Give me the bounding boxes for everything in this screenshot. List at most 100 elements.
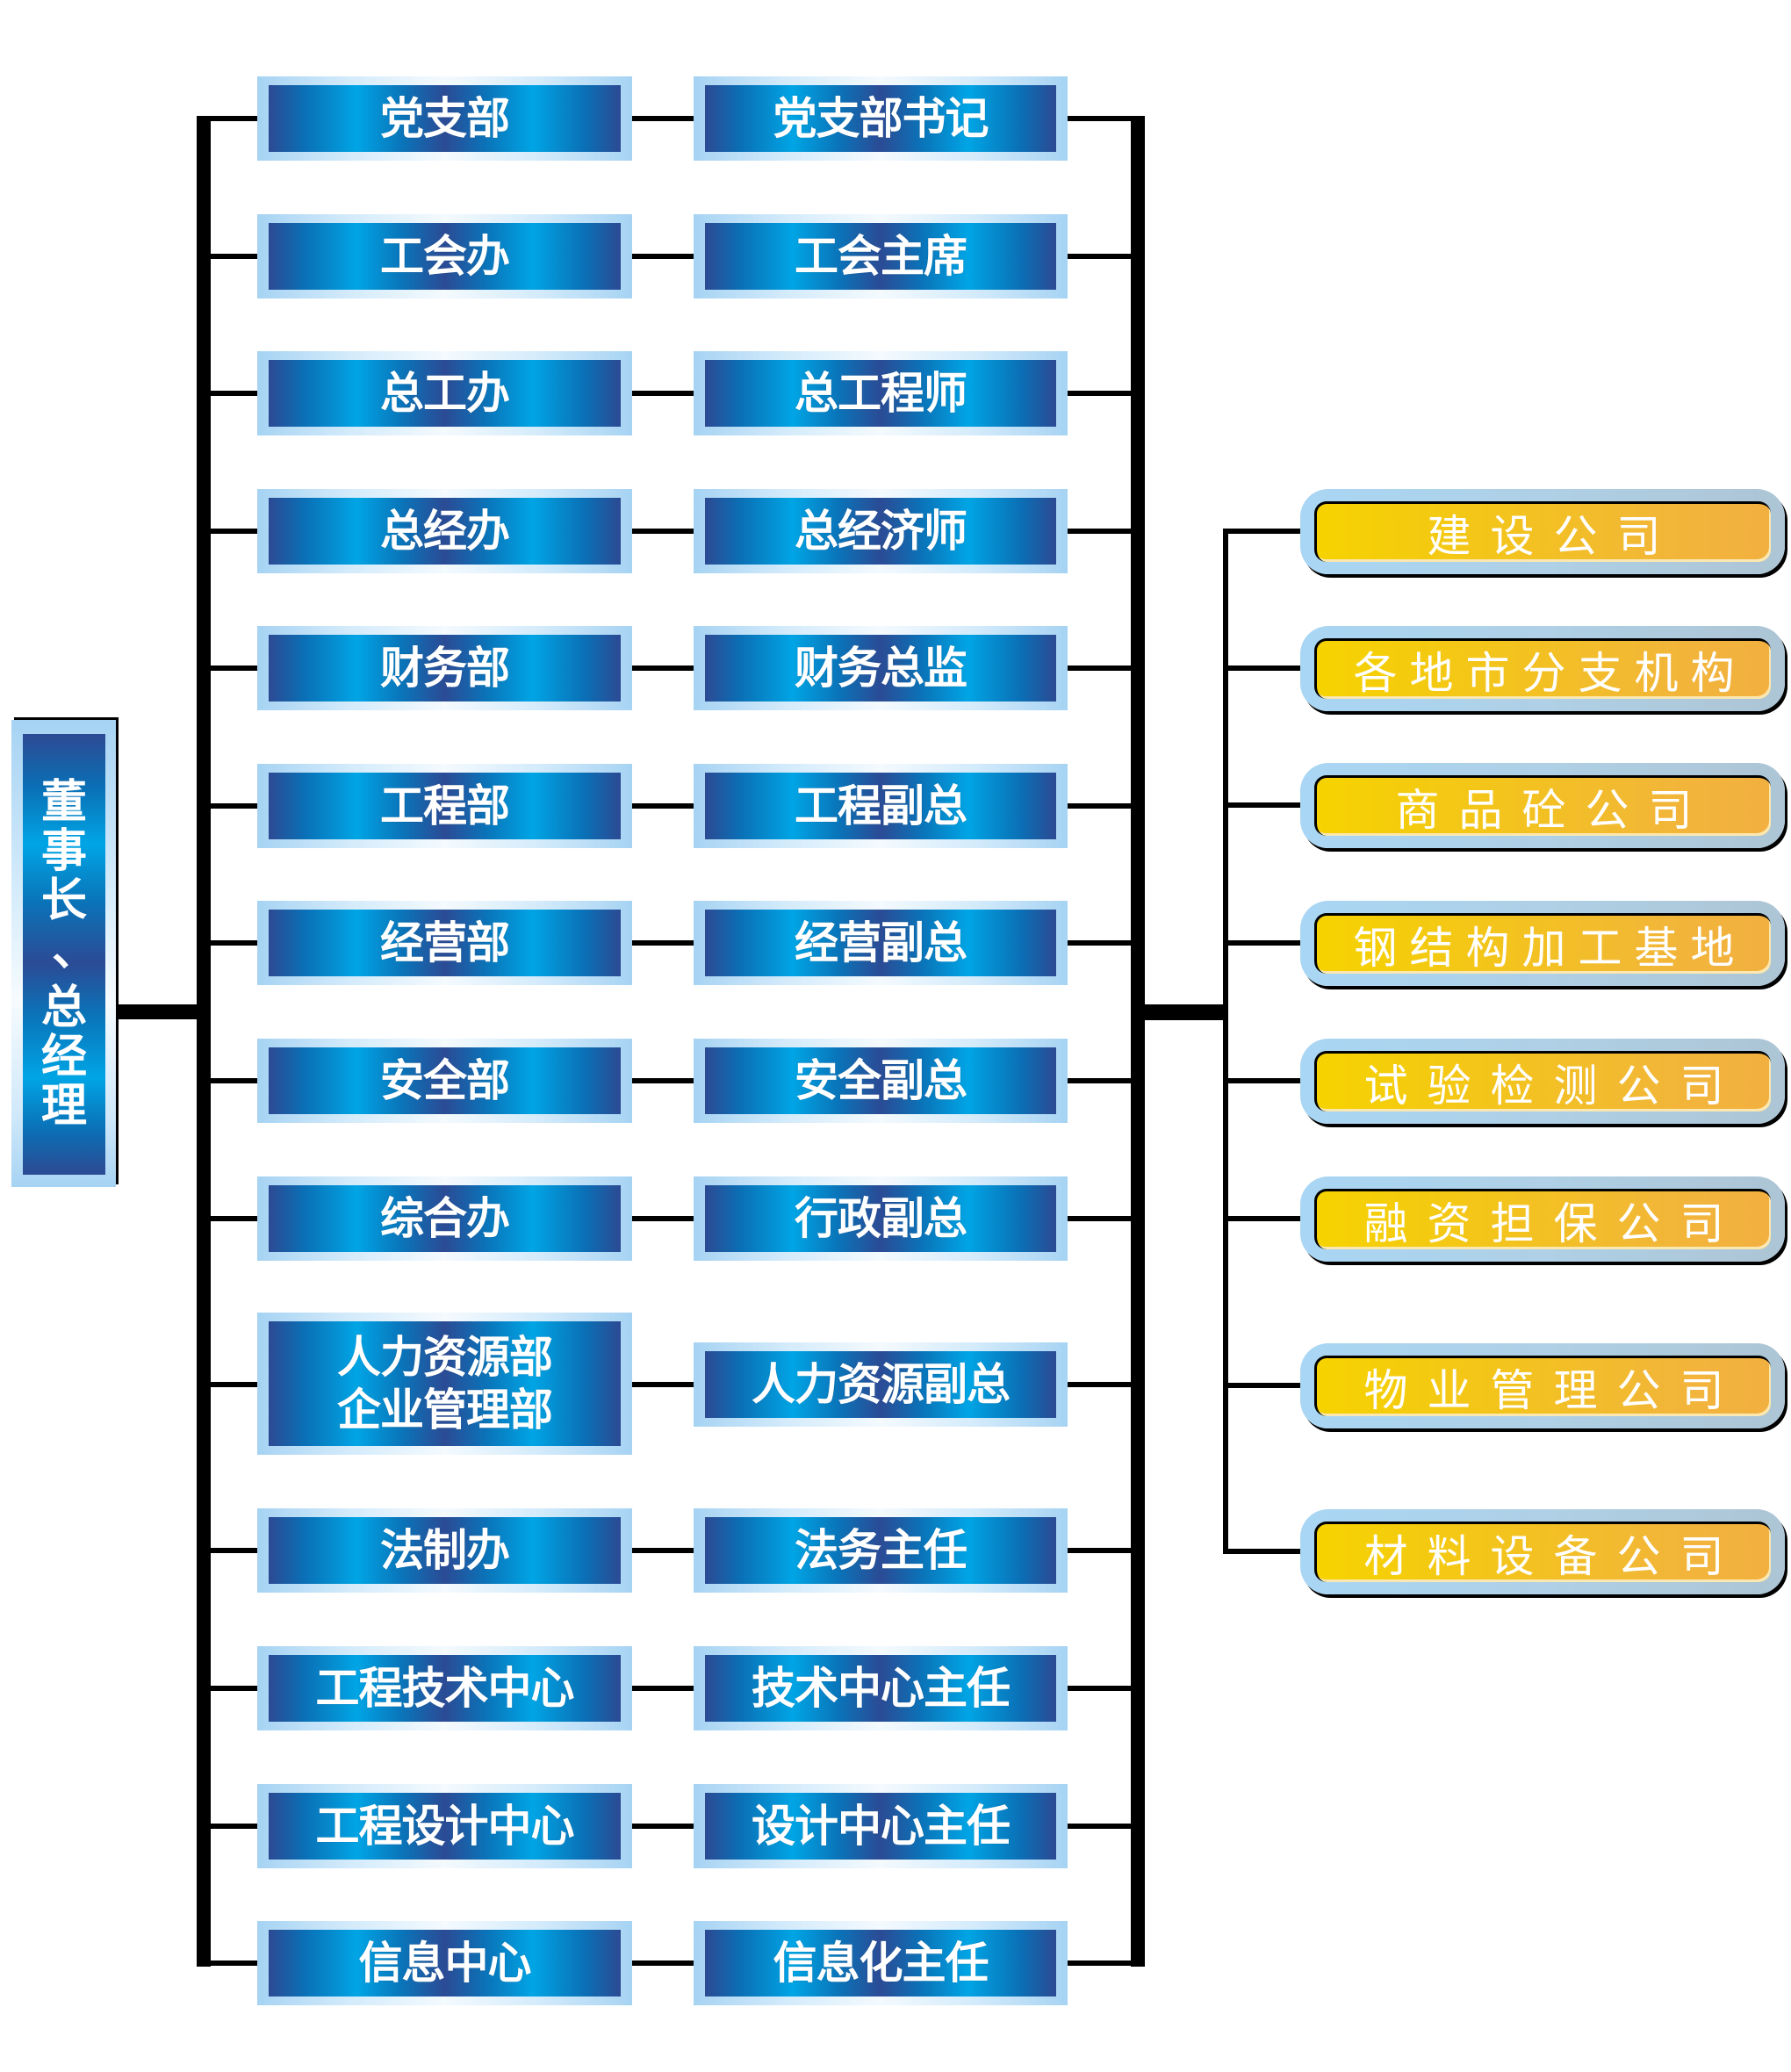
department-head-box: 财务总监	[694, 626, 1068, 710]
dept-head-connector	[632, 1382, 694, 1387]
subsidiary-box-inner: 建设公司	[1314, 501, 1771, 562]
subsidiary-box-inner: 材料设备公司	[1314, 1522, 1771, 1582]
subsidiary-connector	[1228, 1216, 1300, 1221]
department-head-label: 技术中心主任	[752, 1662, 1011, 1714]
dept-head-connector	[632, 1078, 694, 1083]
department-label: 信息中心	[358, 1937, 532, 1989]
subsidiary-box-inner: 钢结构加工基地	[1314, 913, 1771, 974]
department-box: 总经办	[257, 489, 632, 573]
department-head-label: 人力资源副总	[752, 1358, 1011, 1410]
department-head-box-inner: 设计中心主任	[705, 1793, 1056, 1860]
department-head-box-inner: 行政副总	[705, 1185, 1056, 1252]
head-bus-connector	[1068, 1686, 1131, 1691]
root-node-chairman-gm: 董 事 长 、 总 经 理	[11, 720, 116, 1187]
department-box: 综合办	[257, 1176, 632, 1261]
department-box: 安全部	[257, 1039, 632, 1123]
dept-head-connector	[632, 1216, 694, 1221]
right-bus-line	[1131, 116, 1145, 1967]
subsidiary-connector	[1228, 802, 1300, 808]
subsidiary-box: 融资担保公司	[1300, 1176, 1785, 1262]
root-connector	[116, 1004, 197, 1019]
dept-head-connector	[632, 116, 694, 121]
department-head-label: 总工程师	[795, 367, 967, 419]
dept-head-connector	[632, 665, 694, 671]
department-head-box-inner: 工程副总	[705, 773, 1056, 839]
department-head-box: 工会主席	[694, 214, 1068, 299]
subsidiary-box-inner: 物业管理公司	[1314, 1356, 1771, 1416]
subsidiary-connector	[1228, 1078, 1300, 1083]
subsidiary-connector	[1228, 1383, 1300, 1388]
department-head-box-inner: 法务主任	[705, 1517, 1056, 1584]
department-head-box-inner: 工会主席	[705, 223, 1056, 290]
department-label: 人力资源部	[337, 1331, 553, 1383]
dept-head-connector	[632, 529, 694, 534]
dept-head-connector	[632, 1686, 694, 1691]
department-label: 工程技术中心	[315, 1662, 575, 1714]
root-label-char: 、	[51, 923, 97, 976]
department-head-box-inner: 总经济师	[705, 498, 1056, 565]
department-head-label: 法务主任	[795, 1524, 967, 1576]
subsidiary-label: 钢结构加工基地	[1353, 923, 1747, 974]
subsidiary-connector	[1228, 665, 1300, 671]
root-label-char: 董	[40, 775, 87, 829]
head-bus-connector	[1068, 116, 1131, 121]
head-bus-connector	[1068, 665, 1131, 671]
department-head-box: 设计中心主任	[694, 1784, 1068, 1868]
dept-head-connector	[632, 1548, 694, 1553]
subsidiary-label: 试验检测公司	[1363, 1061, 1744, 1112]
department-head-label: 经营副总	[795, 917, 967, 968]
department-box: 总工办	[257, 351, 632, 435]
department-head-box: 人力资源副总	[694, 1342, 1068, 1427]
department-head-label: 工程副总	[795, 780, 967, 831]
department-head-label: 安全副总	[795, 1054, 967, 1106]
subsidiary-label: 各地市分支机构	[1353, 648, 1747, 699]
dept-branch-connector	[211, 1960, 257, 1966]
dept-branch-connector	[211, 940, 257, 946]
dept-branch-connector	[211, 1686, 257, 1691]
department-head-box-inner: 技术中心主任	[705, 1655, 1056, 1722]
dept-branch-connector	[211, 529, 257, 534]
head-bus-connector	[1068, 803, 1131, 809]
subsidiary-connector	[1228, 1549, 1300, 1554]
department-head-box: 工程副总	[694, 764, 1068, 848]
department-box-inner: 人力资源部企业管理部	[269, 1321, 621, 1446]
department-head-box: 总工程师	[694, 351, 1068, 435]
department-box-inner: 工程部	[269, 773, 621, 839]
department-box: 财务部	[257, 626, 632, 710]
department-box-inner: 经营部	[269, 910, 621, 976]
root-label-char: 理	[40, 1079, 87, 1133]
subsidiary-box-inner: 试验检测公司	[1314, 1051, 1771, 1112]
department-head-label: 工会主席	[795, 230, 967, 282]
dept-head-connector	[632, 254, 694, 259]
root-label-char: 总	[40, 981, 87, 1034]
department-label-line2: 企业管理部	[337, 1384, 553, 1435]
dept-branch-connector	[211, 254, 257, 259]
subsidiary-box: 材料设备公司	[1300, 1509, 1785, 1594]
subsidiary-box: 物业管理公司	[1300, 1343, 1785, 1428]
department-label: 法制办	[380, 1524, 510, 1576]
subsidiary-connector	[1228, 940, 1300, 946]
root-label-char: 事	[40, 824, 87, 878]
department-label: 党支部	[380, 92, 510, 144]
department-label: 工会办	[380, 230, 510, 282]
department-label: 综合办	[380, 1192, 510, 1244]
head-bus-connector	[1068, 254, 1131, 259]
subsidiary-label: 融资担保公司	[1363, 1198, 1744, 1249]
subsidiary-box-inner: 融资担保公司	[1314, 1189, 1771, 1249]
department-box-inner: 工会办	[269, 223, 621, 290]
department-box-inner: 安全部	[269, 1047, 621, 1114]
department-head-box: 党支部书记	[694, 76, 1068, 161]
department-head-box: 行政副总	[694, 1176, 1068, 1261]
subsidiary-box-inner: 商品砼公司	[1314, 775, 1771, 836]
dept-head-connector	[632, 803, 694, 809]
department-box-inner: 综合办	[269, 1185, 621, 1252]
root-label-char: 长	[40, 874, 87, 927]
department-label: 工程部	[380, 780, 510, 831]
department-box-inner: 总工办	[269, 360, 621, 427]
department-box: 工会办	[257, 214, 632, 299]
head-bus-connector	[1068, 1548, 1131, 1553]
department-box-inner: 财务部	[269, 635, 621, 701]
dept-head-connector	[632, 1824, 694, 1829]
head-bus-connector	[1068, 391, 1131, 396]
dept-branch-connector	[211, 1078, 257, 1083]
